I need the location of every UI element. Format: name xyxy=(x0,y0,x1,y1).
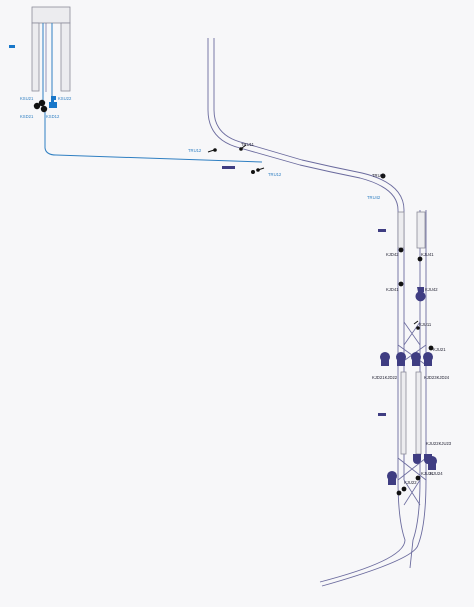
signal-tru12a[interactable] xyxy=(207,148,217,153)
label-tru42: TRU42 xyxy=(367,195,381,200)
signal-kjd23[interactable] xyxy=(411,351,421,366)
label-kju21: KJU21 xyxy=(433,347,446,352)
signal-kjd42[interactable] xyxy=(398,247,404,253)
label-kju22kju23: KJU22KJU23 xyxy=(426,441,452,446)
depot-platform-left xyxy=(31,22,40,92)
label-tru12b: TRU12 xyxy=(268,172,282,177)
main-track-d xyxy=(321,210,427,587)
crossover-8 xyxy=(403,479,421,506)
platform-lower-left xyxy=(400,371,407,455)
label-kju22b: KJU22 xyxy=(404,480,417,485)
platform-kjd42 xyxy=(397,211,405,249)
marker-mid-1 xyxy=(378,229,386,232)
label-ksd12: KSD12 xyxy=(46,114,60,119)
signal-kjd22[interactable] xyxy=(396,351,406,366)
depot-header xyxy=(31,6,71,24)
marker-mid-2 xyxy=(378,413,386,416)
signal-kju22[interactable] xyxy=(413,454,421,464)
label-ksu21: KSU21 xyxy=(20,96,34,101)
label-kjd23kjd24: KJD23KJD24 xyxy=(424,375,450,380)
signal-ksd21-b[interactable] xyxy=(38,99,46,107)
signal-kju41[interactable] xyxy=(417,256,423,262)
signal-kju21[interactable] xyxy=(428,345,434,351)
signal-kju42[interactable] xyxy=(415,287,426,302)
signal-kju21b[interactable] xyxy=(415,475,421,481)
signal-ksd21[interactable] xyxy=(33,102,41,110)
signal-tru11b[interactable] xyxy=(380,173,386,179)
platform-kju41 xyxy=(416,211,426,249)
crossover-6 xyxy=(397,457,427,481)
signal-kju24[interactable] xyxy=(426,456,437,470)
signal-tru11[interactable] xyxy=(239,144,247,151)
depot-block xyxy=(31,6,71,100)
label-tru12a: TRU12 xyxy=(188,148,202,153)
label-ksu22: KSU22 xyxy=(58,96,72,101)
signal-kjd41[interactable] xyxy=(398,281,404,287)
label-kjd21kjd22: KJD21KJD22 xyxy=(372,375,398,380)
label-tru11: TRU11 xyxy=(241,142,255,147)
label-tru11b: TRU11 xyxy=(372,173,386,178)
crossover-2 xyxy=(403,321,421,346)
signal-ksd12[interactable] xyxy=(40,105,48,113)
label-kju41: KJU41 xyxy=(421,252,434,257)
crossovers xyxy=(397,321,427,506)
label-ksd21: KSD21 xyxy=(20,114,34,119)
marker-left xyxy=(9,45,15,48)
signal-tru12b[interactable] xyxy=(251,167,265,174)
signal-kjd21[interactable] xyxy=(380,351,390,366)
platform-lower-right xyxy=(415,371,422,455)
main-track-a xyxy=(207,38,406,583)
signal-kju11[interactable] xyxy=(413,320,420,330)
marker-tru xyxy=(222,166,235,169)
signal-lower-2[interactable] xyxy=(396,490,402,496)
labels: KSU21 KSU22 KSD21 KSD12 TRU12 TRU11 TRU1… xyxy=(20,96,452,485)
signal-kju22b[interactable] xyxy=(386,471,397,485)
main-track-b xyxy=(213,38,405,480)
main-line xyxy=(207,38,427,587)
depot-platform-right xyxy=(60,22,71,92)
label-kjd42: KJD42 xyxy=(386,252,399,257)
signal-ksu22[interactable] xyxy=(49,96,57,108)
signal-lower-1[interactable] xyxy=(401,486,407,492)
label-kju21b: KJU21 xyxy=(421,471,434,476)
label-kjd41: KJD41 xyxy=(386,287,399,292)
label-kju24: KJU24 xyxy=(430,471,443,476)
depot-connector-line xyxy=(44,112,263,163)
label-kju11: KJU11 xyxy=(419,322,432,327)
signal-kjd24[interactable] xyxy=(423,352,434,366)
label-kju42: KJU42 xyxy=(425,287,438,292)
signals xyxy=(33,96,437,496)
